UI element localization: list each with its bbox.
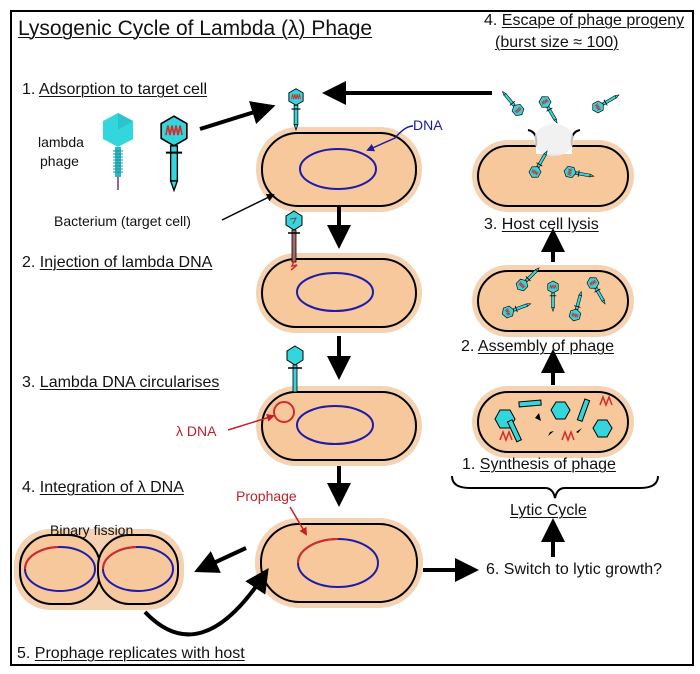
cell-step2 bbox=[256, 253, 422, 333]
lytic-cycle-label: Lytic Cycle bbox=[510, 502, 587, 519]
lysogenic-step-4: 4. Integration of λ DNA bbox=[22, 480, 184, 496]
cell-lytic-lysis bbox=[472, 124, 634, 212]
lambda-phage-label-2: phage bbox=[40, 153, 79, 169]
step-label: Host cell lysis bbox=[501, 216, 599, 233]
arrow-to-binary-fission bbox=[194, 546, 247, 573]
binary-fission-cells bbox=[14, 529, 184, 610]
lysogenic-step-5: 5. Prophage replicates with host bbox=[17, 646, 245, 662]
lytic-step-2: 2. Assembly of phage bbox=[461, 339, 614, 355]
cell-lytic-assembly bbox=[472, 263, 634, 337]
lytic-step-1: 1. Synthesis of phage bbox=[462, 457, 616, 473]
step-number: 3. bbox=[22, 374, 36, 391]
lysogenic-step-3: 3. Lambda DNA circularises bbox=[22, 375, 219, 391]
prophage-label: Prophage bbox=[236, 488, 297, 504]
cell-lytic-synthesis bbox=[472, 386, 634, 458]
lambda-phage-schematic-icon bbox=[160, 115, 188, 192]
step-number: 1. bbox=[22, 81, 36, 98]
page-title: Lysogenic Cycle of Lambda (λ) Phage bbox=[18, 17, 373, 40]
step-label: Synthesis of phage bbox=[479, 456, 616, 473]
cell-step3 bbox=[256, 386, 422, 466]
arrow-phage-to-cell bbox=[199, 101, 276, 131]
step-number: 1. bbox=[462, 456, 476, 473]
lysogenic-step-1: 1. Adsorption to target cell bbox=[22, 82, 207, 98]
step-number: 2. bbox=[461, 338, 475, 355]
step-number: 4. bbox=[484, 12, 498, 29]
step-label: Escape of phage progeny bbox=[501, 12, 685, 29]
dna-label: DNA bbox=[413, 117, 443, 133]
lytic-cycle-brace bbox=[451, 475, 659, 499]
binary-fission-label: Binary fission bbox=[50, 522, 134, 538]
phage-injecting-icon bbox=[285, 210, 303, 271]
step-number: 6. bbox=[486, 561, 500, 578]
phage-adsorbed-icon bbox=[288, 88, 304, 131]
flow-arrows bbox=[143, 81, 565, 637]
lysogenic-step-6: 6. Switch to lytic growth? bbox=[486, 562, 662, 578]
step-label: Adsorption to target cell bbox=[38, 81, 207, 98]
pointer-dna bbox=[366, 125, 414, 152]
burst-size-label: (burst size ≈ 100) bbox=[495, 34, 619, 51]
pointer-prophage bbox=[289, 506, 308, 536]
bacterium-label: Bacterium (target cell) bbox=[54, 213, 191, 229]
step-label: Prophage replicates with host bbox=[34, 645, 245, 662]
escaping-phages bbox=[498, 87, 622, 126]
lytic-step-3: 3. Host cell lysis bbox=[484, 217, 599, 233]
pointer-lambda-dna bbox=[227, 413, 275, 431]
step-label: Assembly of phage bbox=[477, 338, 614, 355]
cell-step1 bbox=[256, 127, 422, 212]
cell-step4 bbox=[255, 518, 423, 608]
lambda-phage-realistic-icon bbox=[103, 113, 133, 190]
step-number: 2. bbox=[22, 254, 36, 271]
lambda-dna-label: λ DNA bbox=[176, 423, 217, 439]
lambda-phage-label-1: lambda bbox=[38, 134, 84, 150]
step-label: Switch to lytic growth? bbox=[503, 561, 663, 578]
pointer-bacterium bbox=[221, 194, 275, 221]
lysogenic-step-2: 2. Injection of lambda DNA bbox=[22, 255, 212, 271]
step-number: 5. bbox=[17, 645, 31, 662]
step-label: Lambda DNA circularises bbox=[39, 374, 220, 391]
lytic-step-4: 4. Escape of phage progeny bbox=[484, 13, 684, 29]
step-label: Integration of λ DNA bbox=[39, 479, 184, 496]
step-number: 3. bbox=[484, 216, 498, 233]
step-label: Injection of lambda DNA bbox=[39, 254, 213, 271]
step-number: 4. bbox=[22, 479, 36, 496]
phage-empty-icon bbox=[286, 345, 304, 393]
arrow-fission-back bbox=[143, 568, 269, 637]
